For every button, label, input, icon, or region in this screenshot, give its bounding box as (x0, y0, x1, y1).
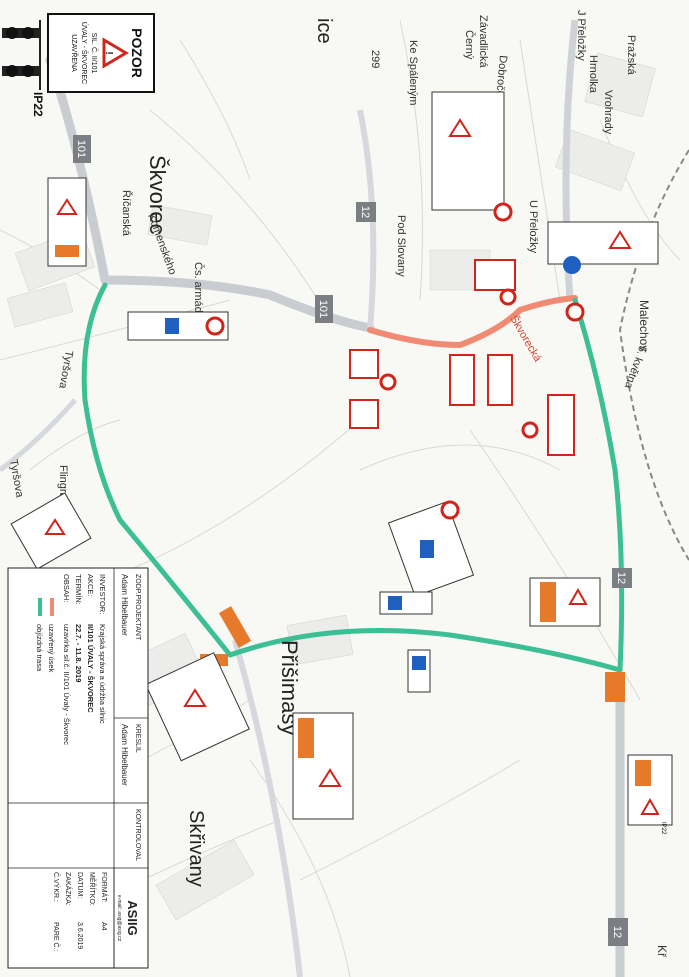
sign-card-dobrocovicka (431, 91, 513, 222)
road-tyrsova-west (0, 398, 77, 472)
value-termin: 22.7. - 11.8. 2019 (74, 624, 83, 682)
street-label-vrsohrady: Vrohrady (602, 90, 614, 135)
route-shield-12-a: 12 (356, 202, 376, 222)
sign-card-skvorec-south (127, 311, 229, 341)
direction-arrow-icon (563, 256, 581, 274)
barrier-cluster-center (349, 259, 585, 456)
value-akce: II/101 ÚVALY - ŠKVOREC (86, 624, 95, 713)
value-zodp: Adam Hibelbauer (120, 574, 129, 636)
street-label-zavadlicka: Závadlická (477, 15, 489, 68)
street-label-j-prelozky: J Přeložky (575, 10, 587, 61)
svg-text:12: 12 (611, 926, 623, 938)
svg-text:12: 12 (359, 206, 371, 218)
warning-triangle-icon (102, 37, 129, 69)
sign-card-tyrsova (10, 492, 92, 570)
label-cvykr: Č.VÝKR.: (52, 872, 61, 902)
place-label-skrivany: Skřivany (185, 810, 207, 887)
label-kontroloval: KONTROLOVAL (134, 809, 141, 861)
svg-text:UZAVŘENA: UZAVŘENA (70, 34, 79, 72)
street-label-prazska: Pražská (625, 35, 637, 76)
label-datum: DATUM: (76, 872, 83, 898)
street-label-u-prelozky: U Přeložky (527, 200, 539, 254)
sign-code-ip22: IP22 (660, 822, 666, 835)
place-label-pod-slovany: Pod Slovany (395, 215, 407, 277)
info-sign-icon (165, 318, 179, 334)
place-label-malechov: Malechov (637, 300, 651, 351)
street-label-ke-spalenym: Ke Spáleným (407, 40, 419, 105)
company-contact: e-mail: asig@asig.cz (116, 895, 122, 942)
street-label-flingra: Flingra (57, 465, 69, 500)
detour-route (81, 282, 625, 673)
sign-card-east (529, 577, 601, 627)
big-sign-code: IP22 (31, 92, 45, 117)
label-format: FORMÁT: (100, 872, 109, 903)
sign-cluster-prisimasy-west (145, 606, 354, 820)
place-label-ice: ice (313, 18, 335, 44)
label-zakazka: ZAKÁZKA: (64, 872, 73, 906)
svg-text:12: 12 (615, 572, 627, 584)
sign-card-skvorec-north (47, 177, 87, 267)
route-shield-12-b: 12 (612, 568, 632, 588)
value-investor: Krajská správa a údržba silnic (98, 624, 107, 724)
svg-text:!: ! (103, 51, 114, 54)
barrier-group-top-left (2, 20, 41, 90)
street-label-cerny: Černý (463, 30, 476, 60)
sign-card-pod-slovany (387, 500, 475, 597)
value-kreslil: Adam Hibelbauer (120, 724, 129, 786)
railway-line (618, 149, 689, 561)
label-termin: TERMÍN: (74, 574, 83, 605)
big-pozor-sign: POZOR ! SIL. Č. II/101 ÚVALY - ŠKVOREC U… (31, 13, 155, 117)
legend-closed-label: uzavřený úsek (47, 624, 56, 673)
label-pare: PARE Č.: (52, 922, 61, 951)
label-obsah: OBSAH: (62, 574, 71, 602)
place-label-skvorec: Škvorec (145, 155, 170, 234)
closed-section (367, 295, 578, 349)
svg-text:101: 101 (75, 140, 87, 158)
sign-card-u-prelozky (547, 221, 659, 274)
sign-card-prisimasy (379, 591, 433, 693)
street-label-ritanska: Říčanská (120, 190, 133, 237)
legend-detour-label: objízdná trasa (35, 624, 44, 672)
company-logo: ASIIG (125, 900, 140, 935)
route-shield-101-a: 101 (73, 135, 91, 163)
route-shield-101-b: 101 (315, 295, 333, 323)
label-meritko: MĚŘÍTKO: (88, 872, 97, 906)
big-sign-header: POZOR (129, 28, 145, 78)
road-skrivany (232, 639, 303, 977)
value-datum: 3.6.2019 (76, 922, 83, 949)
svg-text:SIL. Č. II/101: SIL. Č. II/101 (90, 33, 99, 74)
street-label-cs-armady: Čs. armády (192, 262, 205, 319)
label-kreslil: KRESLIL (134, 724, 141, 753)
road-101-east (100, 275, 375, 333)
street-label-299: 299 (369, 50, 381, 68)
svg-text:101: 101 (317, 300, 329, 318)
street-label-hrnolka: Hrnolka (587, 55, 599, 94)
svg-text:ÚVALY - ŠKVOREC: ÚVALY - ŠKVOREC (80, 22, 89, 84)
label-akce: AKCE: (86, 574, 95, 597)
label-zodp: ZODP.PROJEKTANT (134, 574, 141, 641)
title-block: ZODP.PROJEKTANT Adam Hibelbauer KRESLIL … (7, 567, 149, 969)
sign-card-south-east: IP22 (605, 672, 673, 835)
label-investor: INVESTOR: (98, 574, 107, 614)
route-shield-12-c: 12 (608, 918, 628, 946)
value-format: A4 (100, 922, 107, 931)
value-obsah: uzavírka sil.č. II/101 Úvaly - Škvorec (62, 624, 71, 745)
place-label-cut: Kř (655, 945, 669, 958)
no-entry-icon (205, 316, 225, 336)
